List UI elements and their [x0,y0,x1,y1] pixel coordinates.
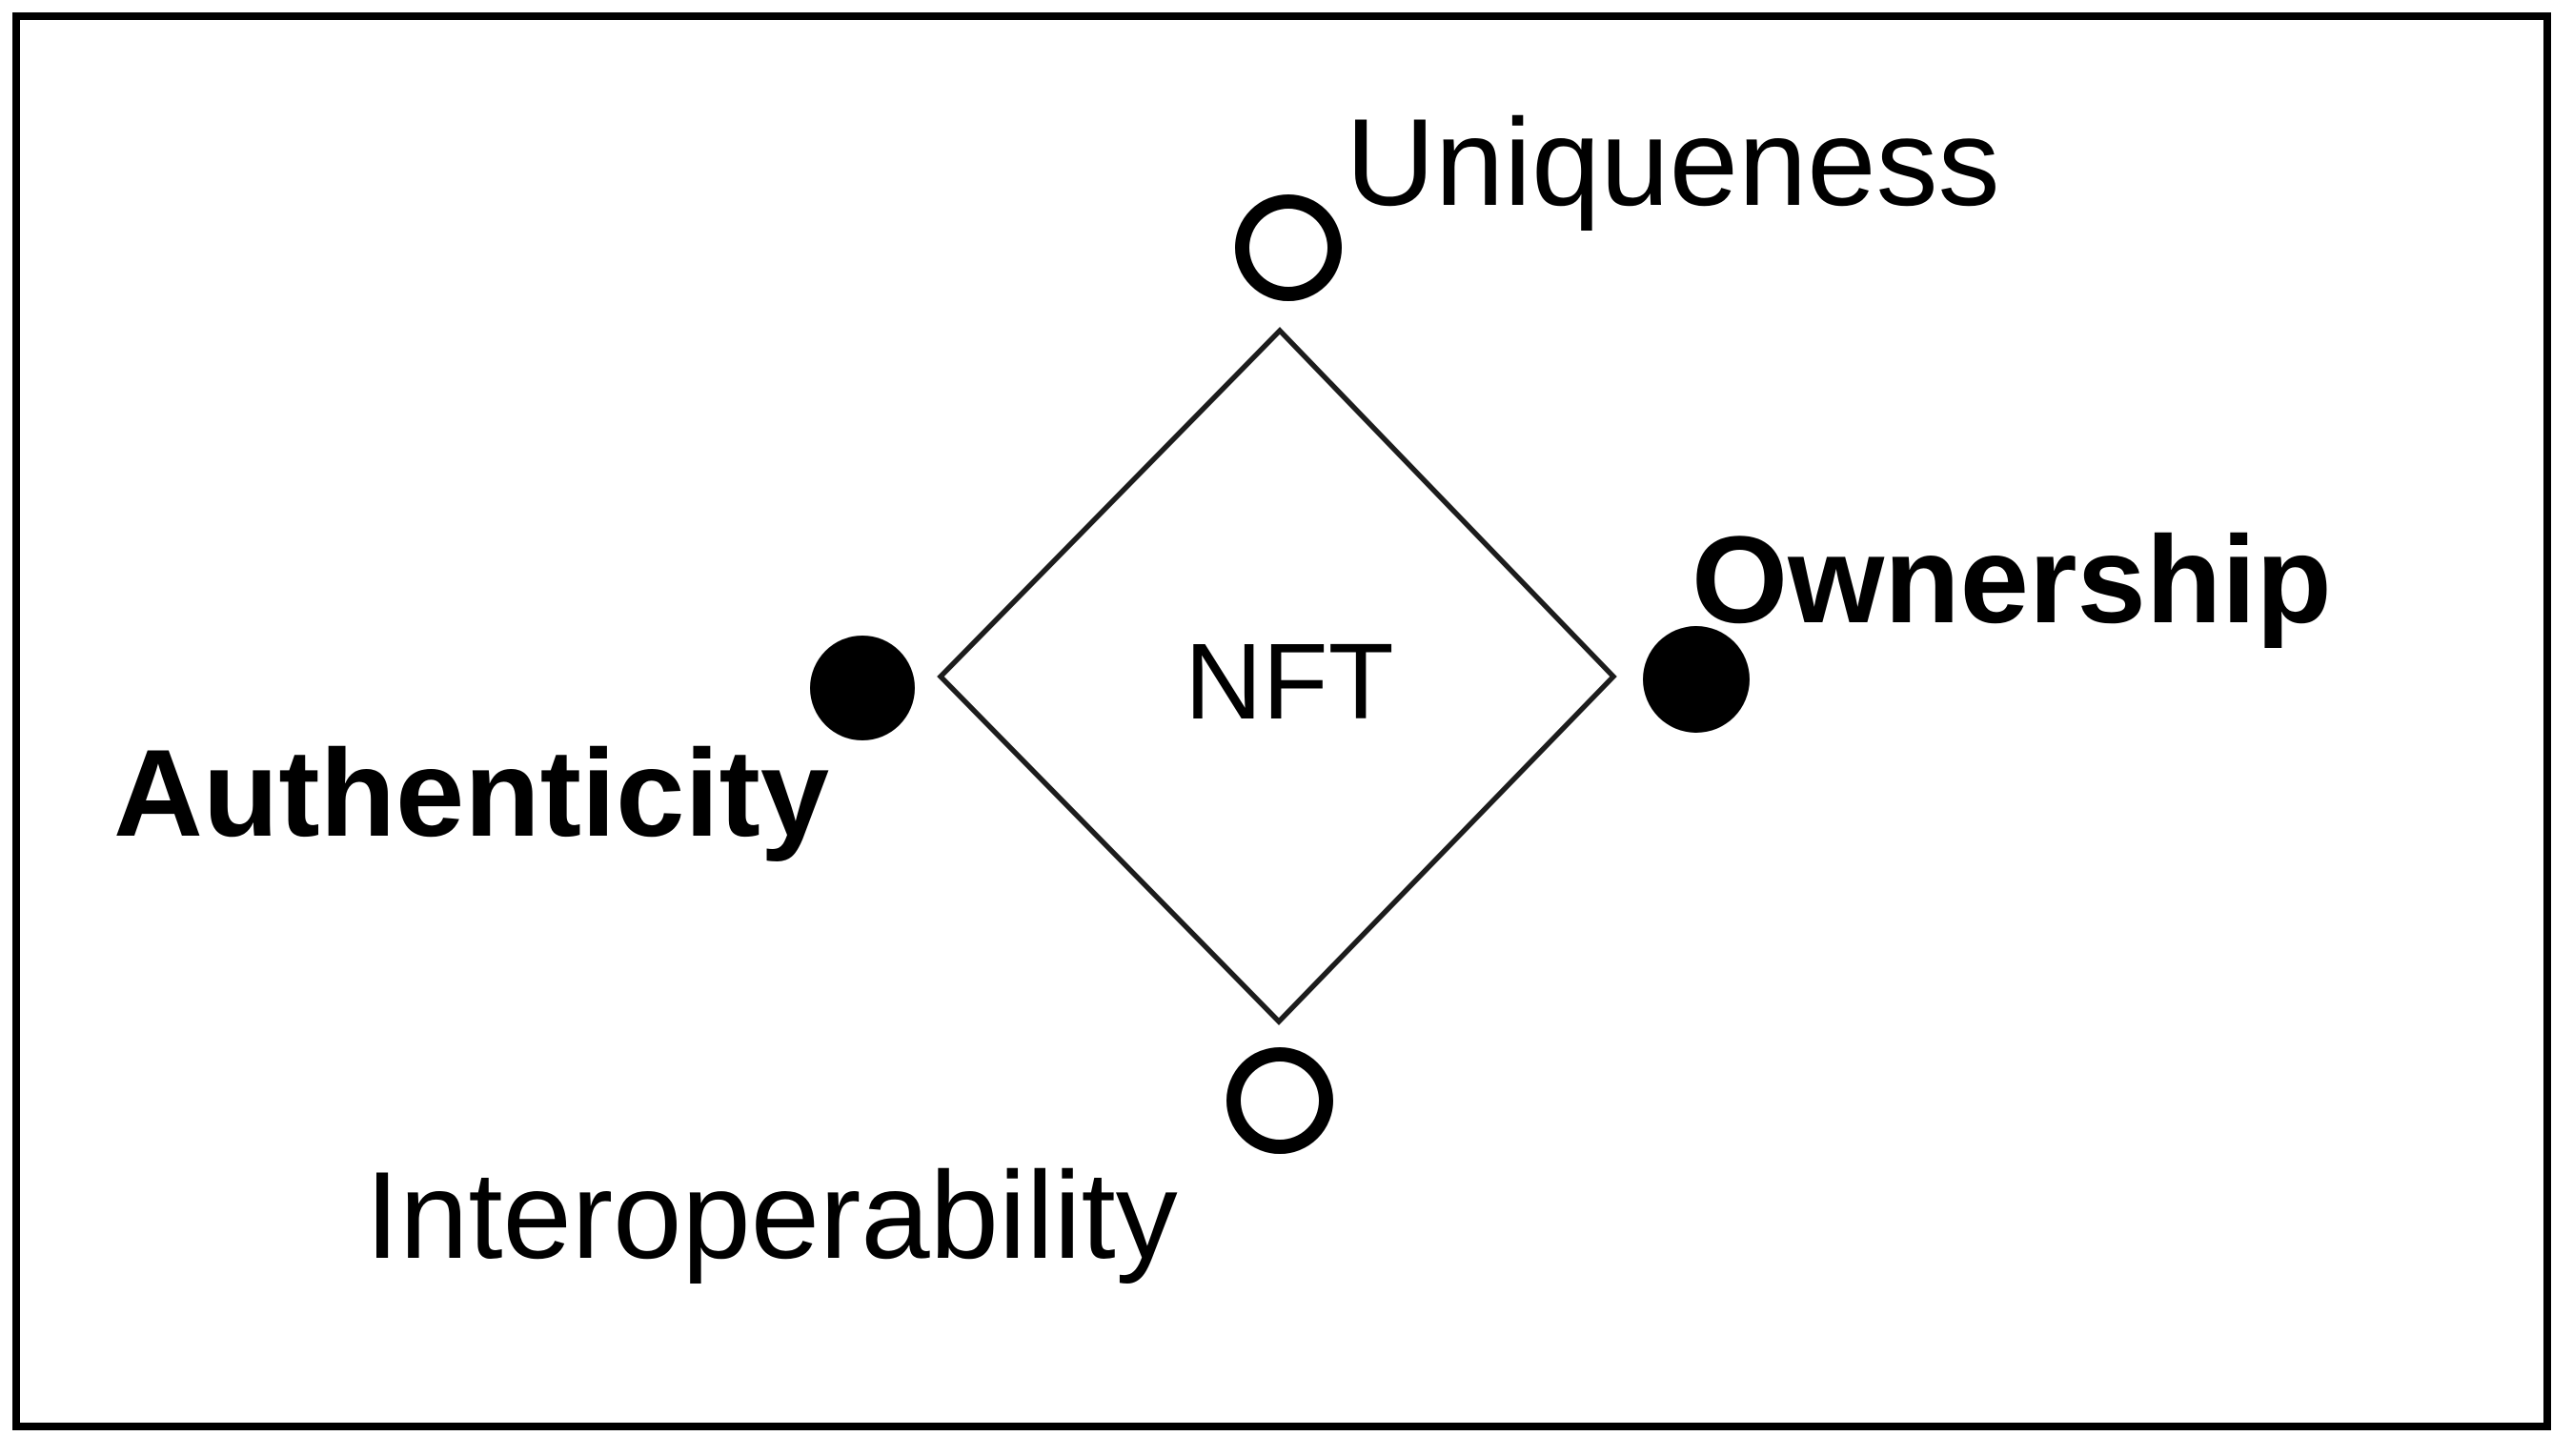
uniqueness-label: Uniqueness [1346,92,2000,232]
nft-diamond-shape [937,327,1617,1025]
authenticity-label: Authenticity [113,723,830,862]
interoperability-label: Interoperability [365,1145,1178,1284]
ownership-label: Ownership [1692,510,2332,649]
ownership-marker-dot [1643,626,1750,733]
uniqueness-marker-circle [1235,194,1342,301]
interoperability-marker-circle [1226,1047,1333,1154]
authenticity-marker-dot [810,636,915,740]
frame-border [12,12,2551,1430]
nft-center-label: NFT [1185,621,1394,741]
